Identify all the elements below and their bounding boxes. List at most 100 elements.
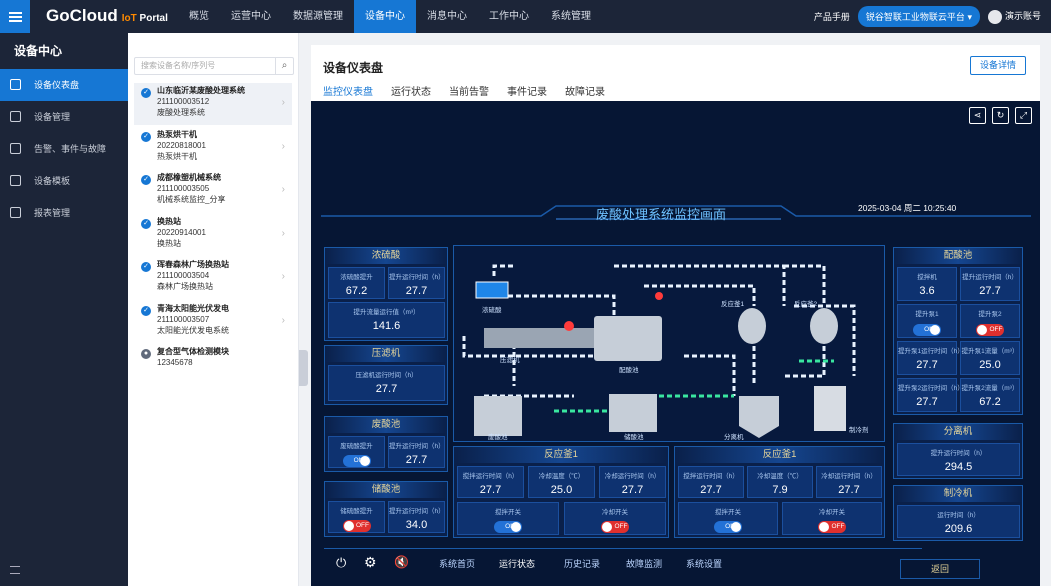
check-circle-icon: ✓: [141, 218, 151, 229]
panel-chiller: 制冷机 运行时间（h）209.6: [893, 485, 1023, 541]
tab-2[interactable]: 当前告警: [449, 87, 489, 98]
search-icon[interactable]: ⌕: [275, 58, 293, 74]
label-press: 压滤机: [500, 357, 520, 364]
fullscreen-icon[interactable]: ⤢: [1015, 107, 1032, 124]
chevron-right-icon: ›: [281, 271, 285, 282]
chevron-right-icon: ›: [281, 97, 285, 108]
page-title: 设备仪表盘: [323, 61, 384, 75]
pump-2-toggle[interactable]: OFF: [976, 323, 1004, 336]
mute-icon[interactable]: 🔇: [394, 555, 409, 569]
waste-acid-toggle[interactable]: ON: [342, 454, 371, 467]
tab-3[interactable]: 事件记录: [507, 87, 547, 98]
device-serial: 20220818001: [157, 140, 206, 150]
header-right: 产品手册 锐谷智联工业物联云平台 ▾ 演示账号: [814, 0, 1041, 33]
reactor-a-cool-toggle[interactable]: OFF: [601, 520, 629, 533]
back-button[interactable]: 返回: [900, 559, 980, 579]
sidebar-item-0[interactable]: 设备仪表盘: [0, 69, 128, 101]
scada-canvas: ⋖ ↻ ⤢ 废酸处理系统监控画面 2025-03-04 周二 10:25:40: [311, 101, 1040, 586]
device-desc: 废酸处理系统: [157, 108, 205, 117]
report-icon: [10, 207, 21, 218]
pump-1-toggle[interactable]: ON: [913, 323, 941, 336]
chevron-down-icon: ▾: [967, 12, 972, 22]
account-menu[interactable]: 演示账号: [987, 9, 1041, 24]
chevron-right-icon: ›: [281, 227, 285, 239]
device-serial: 211100003507: [157, 314, 210, 324]
acid-tank: [475, 281, 509, 299]
main-panel: 设备仪表盘 设备详情 监控仪表盘运行状态当前告警事件记录故障记录 ⋖ ↻ ⤢ 废…: [311, 45, 1040, 586]
scada-nav-2[interactable]: 历史记录: [564, 559, 601, 569]
device-detail-button[interactable]: 设备详情: [969, 56, 1026, 75]
storage-tank: [609, 394, 657, 432]
device-desc: 森林广场换热站: [157, 282, 213, 291]
power-icon[interactable]: ⏻: [336, 555, 347, 570]
collapse-list-handle[interactable]: [299, 350, 308, 386]
label-store: 储酸池: [624, 434, 644, 441]
nav-item-1[interactable]: 运营中心: [231, 11, 271, 22]
check-circle-icon: ✓: [141, 131, 151, 142]
label-r2: 反应釜2: [794, 301, 818, 308]
process-diagram: 浓硫酸 压滤机 配酸池 反应釜1 反应釜2 废酸池 储酸池 分离机 制冷剂: [453, 245, 885, 442]
device-name: 成都橡塑机械系统: [157, 173, 221, 182]
scada-nav-0[interactable]: 系统首页: [439, 559, 476, 569]
label-waste: 废酸池: [488, 434, 508, 441]
reactor-b-stir-toggle[interactable]: ON: [714, 520, 742, 533]
reactor-1: [738, 308, 766, 344]
label-chiller: 制冷剂: [849, 427, 869, 434]
device-name: 复合型气体检测模块: [157, 347, 229, 356]
nav-item-5[interactable]: 工作中心: [489, 11, 529, 22]
waste-tank: [474, 396, 522, 436]
device-name: 山东临沂某废酸处理系统: [157, 86, 245, 95]
platform-select[interactable]: 锐谷智联工业物联云平台 ▾: [857, 6, 980, 27]
nav-item-4[interactable]: 消息中心: [427, 11, 467, 22]
tab-1[interactable]: 运行状态: [391, 87, 431, 98]
sidebar-item-3[interactable]: 设备模板: [0, 165, 128, 197]
device-desc: 热泵烘干机: [157, 151, 197, 161]
sidebar: 设备中心 设备仪表盘设备管理告警、事件与故障设备模板报表管理: [0, 33, 128, 586]
scada-nav-3[interactable]: 故障监测: [626, 559, 663, 569]
panel-filter-press: 压滤机 压滤机运行时间（h）27.7: [324, 345, 448, 405]
tab-4[interactable]: 故障记录: [565, 87, 605, 98]
storage-acid-toggle[interactable]: OFF: [342, 519, 371, 532]
nav-item-2[interactable]: 数据源管理: [293, 11, 343, 22]
reactor-a-stir-toggle[interactable]: ON: [494, 520, 522, 533]
label-sep: 分离机: [724, 434, 744, 441]
process-pipes: [462, 264, 856, 438]
check-circle-icon: ✓: [141, 262, 151, 272]
device-name: 换热站: [157, 216, 181, 226]
gear-icon[interactable]: ⚙: [364, 554, 377, 570]
collapse-sidebar-icon[interactable]: [10, 566, 20, 574]
reactor-b-cool-toggle[interactable]: OFF: [818, 520, 846, 533]
sidebar-item-4[interactable]: 报表管理: [0, 197, 128, 229]
sidebar-item-2[interactable]: 告警、事件与故障: [0, 133, 128, 165]
menu-button[interactable]: [0, 0, 30, 33]
device-serial: 20220914001: [157, 227, 206, 237]
label-acid: 浓硫酸: [482, 307, 502, 314]
scada-bottom-bar: ⏻ ⚙ 🔇 系统首页 运行状态 历史记录 故障监测 系统设置: [324, 548, 922, 580]
nav-item-3[interactable]: 设备中心: [354, 0, 416, 33]
device-icon: [10, 111, 21, 122]
device-search-input[interactable]: 搜索设备名称/序列号⌕: [134, 57, 294, 75]
scada-nav-4[interactable]: 系统设置: [686, 559, 723, 569]
nav-item-0[interactable]: 概览: [189, 11, 209, 22]
manual-link[interactable]: 产品手册: [813, 12, 850, 22]
scada-nav-1[interactable]: 运行状态: [499, 559, 536, 569]
nav-item-6[interactable]: 系统管理: [551, 11, 591, 22]
label-mix: 配酸池: [619, 367, 639, 374]
refresh-icon[interactable]: ↻: [992, 107, 1009, 124]
title-frame: [321, 205, 1031, 220]
share-icon[interactable]: ⋖: [969, 107, 986, 124]
avatar: [987, 9, 1002, 24]
sidebar-item-1[interactable]: 设备管理: [0, 101, 128, 133]
reactor-2: [810, 308, 838, 344]
